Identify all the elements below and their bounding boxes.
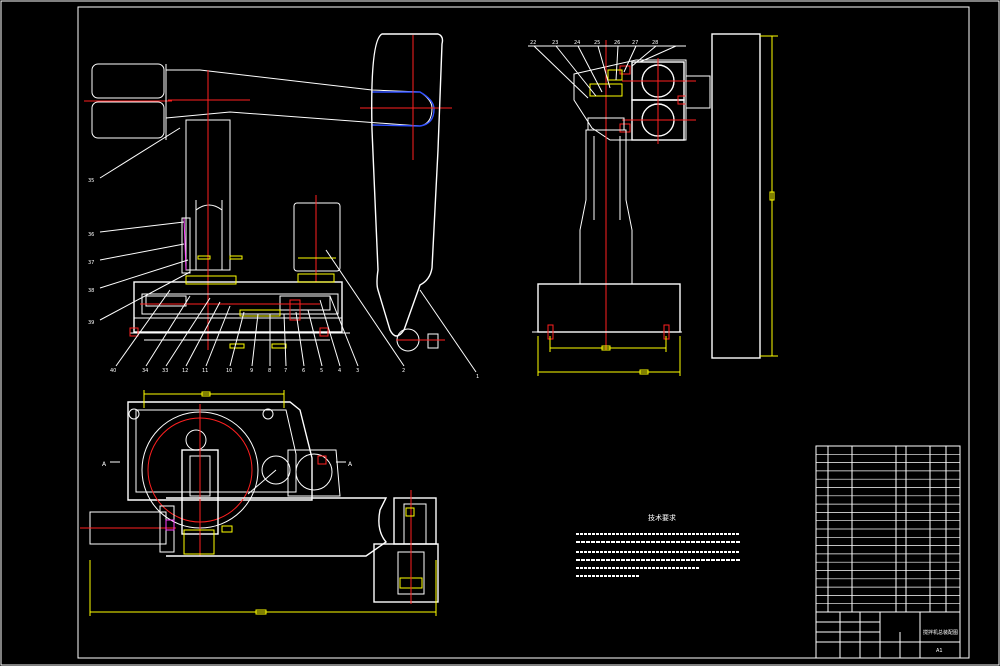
inner-border — [77, 6, 970, 659]
svg-text:A: A — [348, 461, 353, 468]
part-number-2: 2 — [402, 368, 405, 374]
title-block: 搅拌机总装配图 A1 — [815, 611, 961, 659]
top-view: A A — [80, 390, 439, 616]
parts-list-table — [815, 445, 961, 613]
notes-title: 技术要求 — [648, 513, 676, 522]
side-view — [528, 33, 778, 376]
part-number-11: 11 — [202, 368, 208, 374]
part-number-37: 37 — [88, 260, 94, 266]
part-number-24: 24 — [574, 40, 580, 46]
front-view-labels: 35 36 37 38 39 40 34 33 12 11 10 9 8 7 6… — [88, 178, 479, 380]
part-number-6: 6 — [302, 368, 305, 374]
part-number-28: 28 — [652, 40, 658, 46]
part-number-27: 27 — [632, 40, 638, 46]
part-number-25: 25 — [594, 40, 600, 46]
part-number-1: 1 — [476, 374, 479, 380]
part-number-7: 7 — [284, 368, 287, 374]
part-number-38: 38 — [88, 288, 94, 294]
side-view-labels: 22 23 24 25 26 27 28 — [530, 40, 658, 46]
part-number-39: 39 — [88, 320, 94, 326]
part-number-5: 5 — [320, 368, 323, 374]
title-block-drawing-name: 搅拌机总装配图 — [923, 629, 958, 636]
part-number-33: 33 — [162, 368, 168, 374]
part-number-10: 10 — [226, 368, 232, 374]
title-block-sheet-size: A1 — [936, 648, 943, 654]
part-number-26: 26 — [614, 40, 620, 46]
part-number-34: 34 — [142, 368, 148, 374]
part-number-35: 35 — [88, 178, 94, 184]
part-number-9: 9 — [250, 368, 253, 374]
part-number-12: 12 — [182, 368, 188, 374]
part-number-22: 22 — [530, 40, 536, 46]
part-number-3: 3 — [356, 368, 359, 374]
part-number-8: 8 — [268, 368, 271, 374]
part-number-4: 4 — [338, 368, 341, 374]
part-number-23: 23 — [552, 40, 558, 46]
part-number-40: 40 — [110, 368, 116, 374]
front-view — [84, 33, 477, 373]
svg-text:A: A — [102, 461, 107, 468]
part-number-36: 36 — [88, 232, 94, 238]
technical-requirements: 技术要求 — [576, 513, 740, 577]
